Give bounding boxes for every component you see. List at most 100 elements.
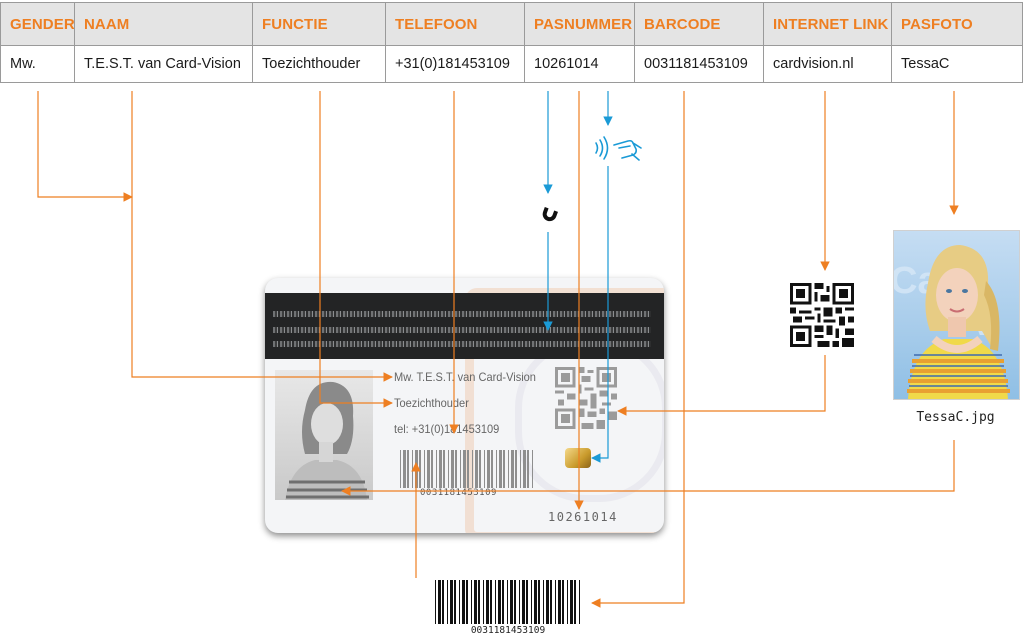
table-header-row: GENDER NAAM FUNCTIE TELEFOON PASNUMMER B… <box>0 2 1023 46</box>
barcode-bar <box>459 580 460 624</box>
data-table: GENDER NAAM FUNCTIE TELEFOON PASNUMMER B… <box>0 2 1023 83</box>
barcode-icon <box>400 450 533 488</box>
barcode-bar <box>531 580 532 624</box>
barcode-bar <box>567 580 568 624</box>
barcode-bar <box>527 450 529 488</box>
barcode-bar <box>450 580 453 624</box>
barcode-bar <box>496 450 497 488</box>
barcode-bar <box>511 450 514 488</box>
barcode-bar <box>447 580 448 624</box>
stripe-track <box>273 341 651 347</box>
barcode-bar <box>522 580 525 624</box>
magnet-icon <box>542 207 558 222</box>
qr-code-icon <box>555 367 617 429</box>
cell-functie: Toezichthouder <box>252 45 386 83</box>
barcode-bar <box>558 580 561 624</box>
barcode-bar <box>479 450 481 488</box>
barcode-bar <box>475 450 478 488</box>
card-name: Mw. T.E.S.T. van Card-Vision <box>394 370 536 384</box>
barcode-bar <box>435 580 436 624</box>
barcode-bar <box>534 580 537 624</box>
barcode-bar <box>499 450 502 488</box>
header-naam: NAAM <box>74 2 253 46</box>
barcode-bar <box>491 450 493 488</box>
barcode-bar <box>474 580 477 624</box>
barcode-bar <box>562 580 564 624</box>
card-function: Toezichthouder <box>394 396 469 410</box>
header-gender: GENDER <box>0 2 75 46</box>
barcode-bar <box>487 450 490 488</box>
barcode-bar <box>508 450 509 488</box>
barcode-bar <box>451 450 454 488</box>
header-pasnummer: PASNUMMER <box>524 2 635 46</box>
cell-barcode: 0031181453109 <box>634 45 764 83</box>
id-card: Mw. T.E.S.T. van Card-Vision Toezichthou… <box>265 278 664 533</box>
cell-telefoon: +31(0)181453109 <box>385 45 525 83</box>
barcode-bar <box>448 450 449 488</box>
header-functie: FUNCTIE <box>252 2 386 46</box>
barcode-bar <box>431 450 433 488</box>
header-pasfoto: PASFOTO <box>891 2 1023 46</box>
barcode-bar <box>472 450 473 488</box>
portrait-icon: Ca Vi <box>894 245 1010 399</box>
barcode-bar <box>439 450 442 488</box>
barcode-bar <box>478 580 480 624</box>
card-phone: tel: +31(0)181453109 <box>394 422 500 436</box>
cell-internet-link: cardvision.nl <box>763 45 892 83</box>
barcode-bar <box>412 450 413 488</box>
header-telefoon: TELEFOON <box>385 2 525 46</box>
barcode-bar <box>526 580 528 624</box>
barcode-bar <box>570 580 573 624</box>
barcode-bar <box>462 580 465 624</box>
photo-filename: TessaC.jpg <box>916 410 995 425</box>
barcode-bar <box>507 580 508 624</box>
barcode-bar <box>495 580 496 624</box>
header-internet-link: INTERNET LINK <box>763 2 892 46</box>
barcode-bar <box>454 580 456 624</box>
cell-naam: T.E.S.T. van Card-Vision <box>74 45 253 83</box>
card-pass-number: 10261014 <box>548 510 618 524</box>
card-decoration <box>465 288 664 533</box>
barcode-bar <box>438 580 441 624</box>
barcode-bar <box>400 450 401 488</box>
barcode-bar <box>543 580 544 624</box>
card-barcode-number: 0031181453109 <box>420 488 497 498</box>
barcode-bar <box>471 580 472 624</box>
barcode-bar <box>436 450 437 488</box>
cell-pasnummer: 10261014 <box>524 45 635 83</box>
connector-gender <box>37 91 133 202</box>
barcode-bar <box>415 450 418 488</box>
cell-gender: Mw. <box>0 45 75 83</box>
barcode-bar <box>466 580 468 624</box>
barcode-bar <box>484 450 485 488</box>
barcode-bar <box>550 580 552 624</box>
barcode-bar <box>419 450 421 488</box>
qr-code-icon <box>790 283 854 347</box>
barcode-bar <box>498 580 501 624</box>
barcode-bar <box>520 450 521 488</box>
barcode-bar <box>502 580 504 624</box>
barcode-bar <box>510 580 513 624</box>
barcode-bar <box>467 450 469 488</box>
barcode-bar <box>407 450 409 488</box>
barcode-icon <box>435 580 580 624</box>
barcode-bar <box>463 450 466 488</box>
barcode-bar <box>442 580 444 624</box>
barcode-bar <box>503 450 505 488</box>
header-barcode: BARCODE <box>634 2 764 46</box>
barcode-bar <box>538 580 540 624</box>
barcode-bar <box>555 580 556 624</box>
barcode-bar <box>519 580 520 624</box>
barcode-bar <box>523 450 526 488</box>
barcode-bar <box>546 580 549 624</box>
bottom-barcode-number: 0031181453109 <box>470 625 546 636</box>
stripe-track <box>273 327 651 333</box>
barcode-bar <box>443 450 445 488</box>
passport-photo: Ca Vi <box>893 230 1020 400</box>
stripe-track <box>273 311 651 317</box>
chip-icon <box>565 448 591 468</box>
magnetic-stripe <box>265 293 664 359</box>
barcode-bar <box>427 450 430 488</box>
barcode-bar <box>514 580 516 624</box>
barcode-bar <box>515 450 517 488</box>
